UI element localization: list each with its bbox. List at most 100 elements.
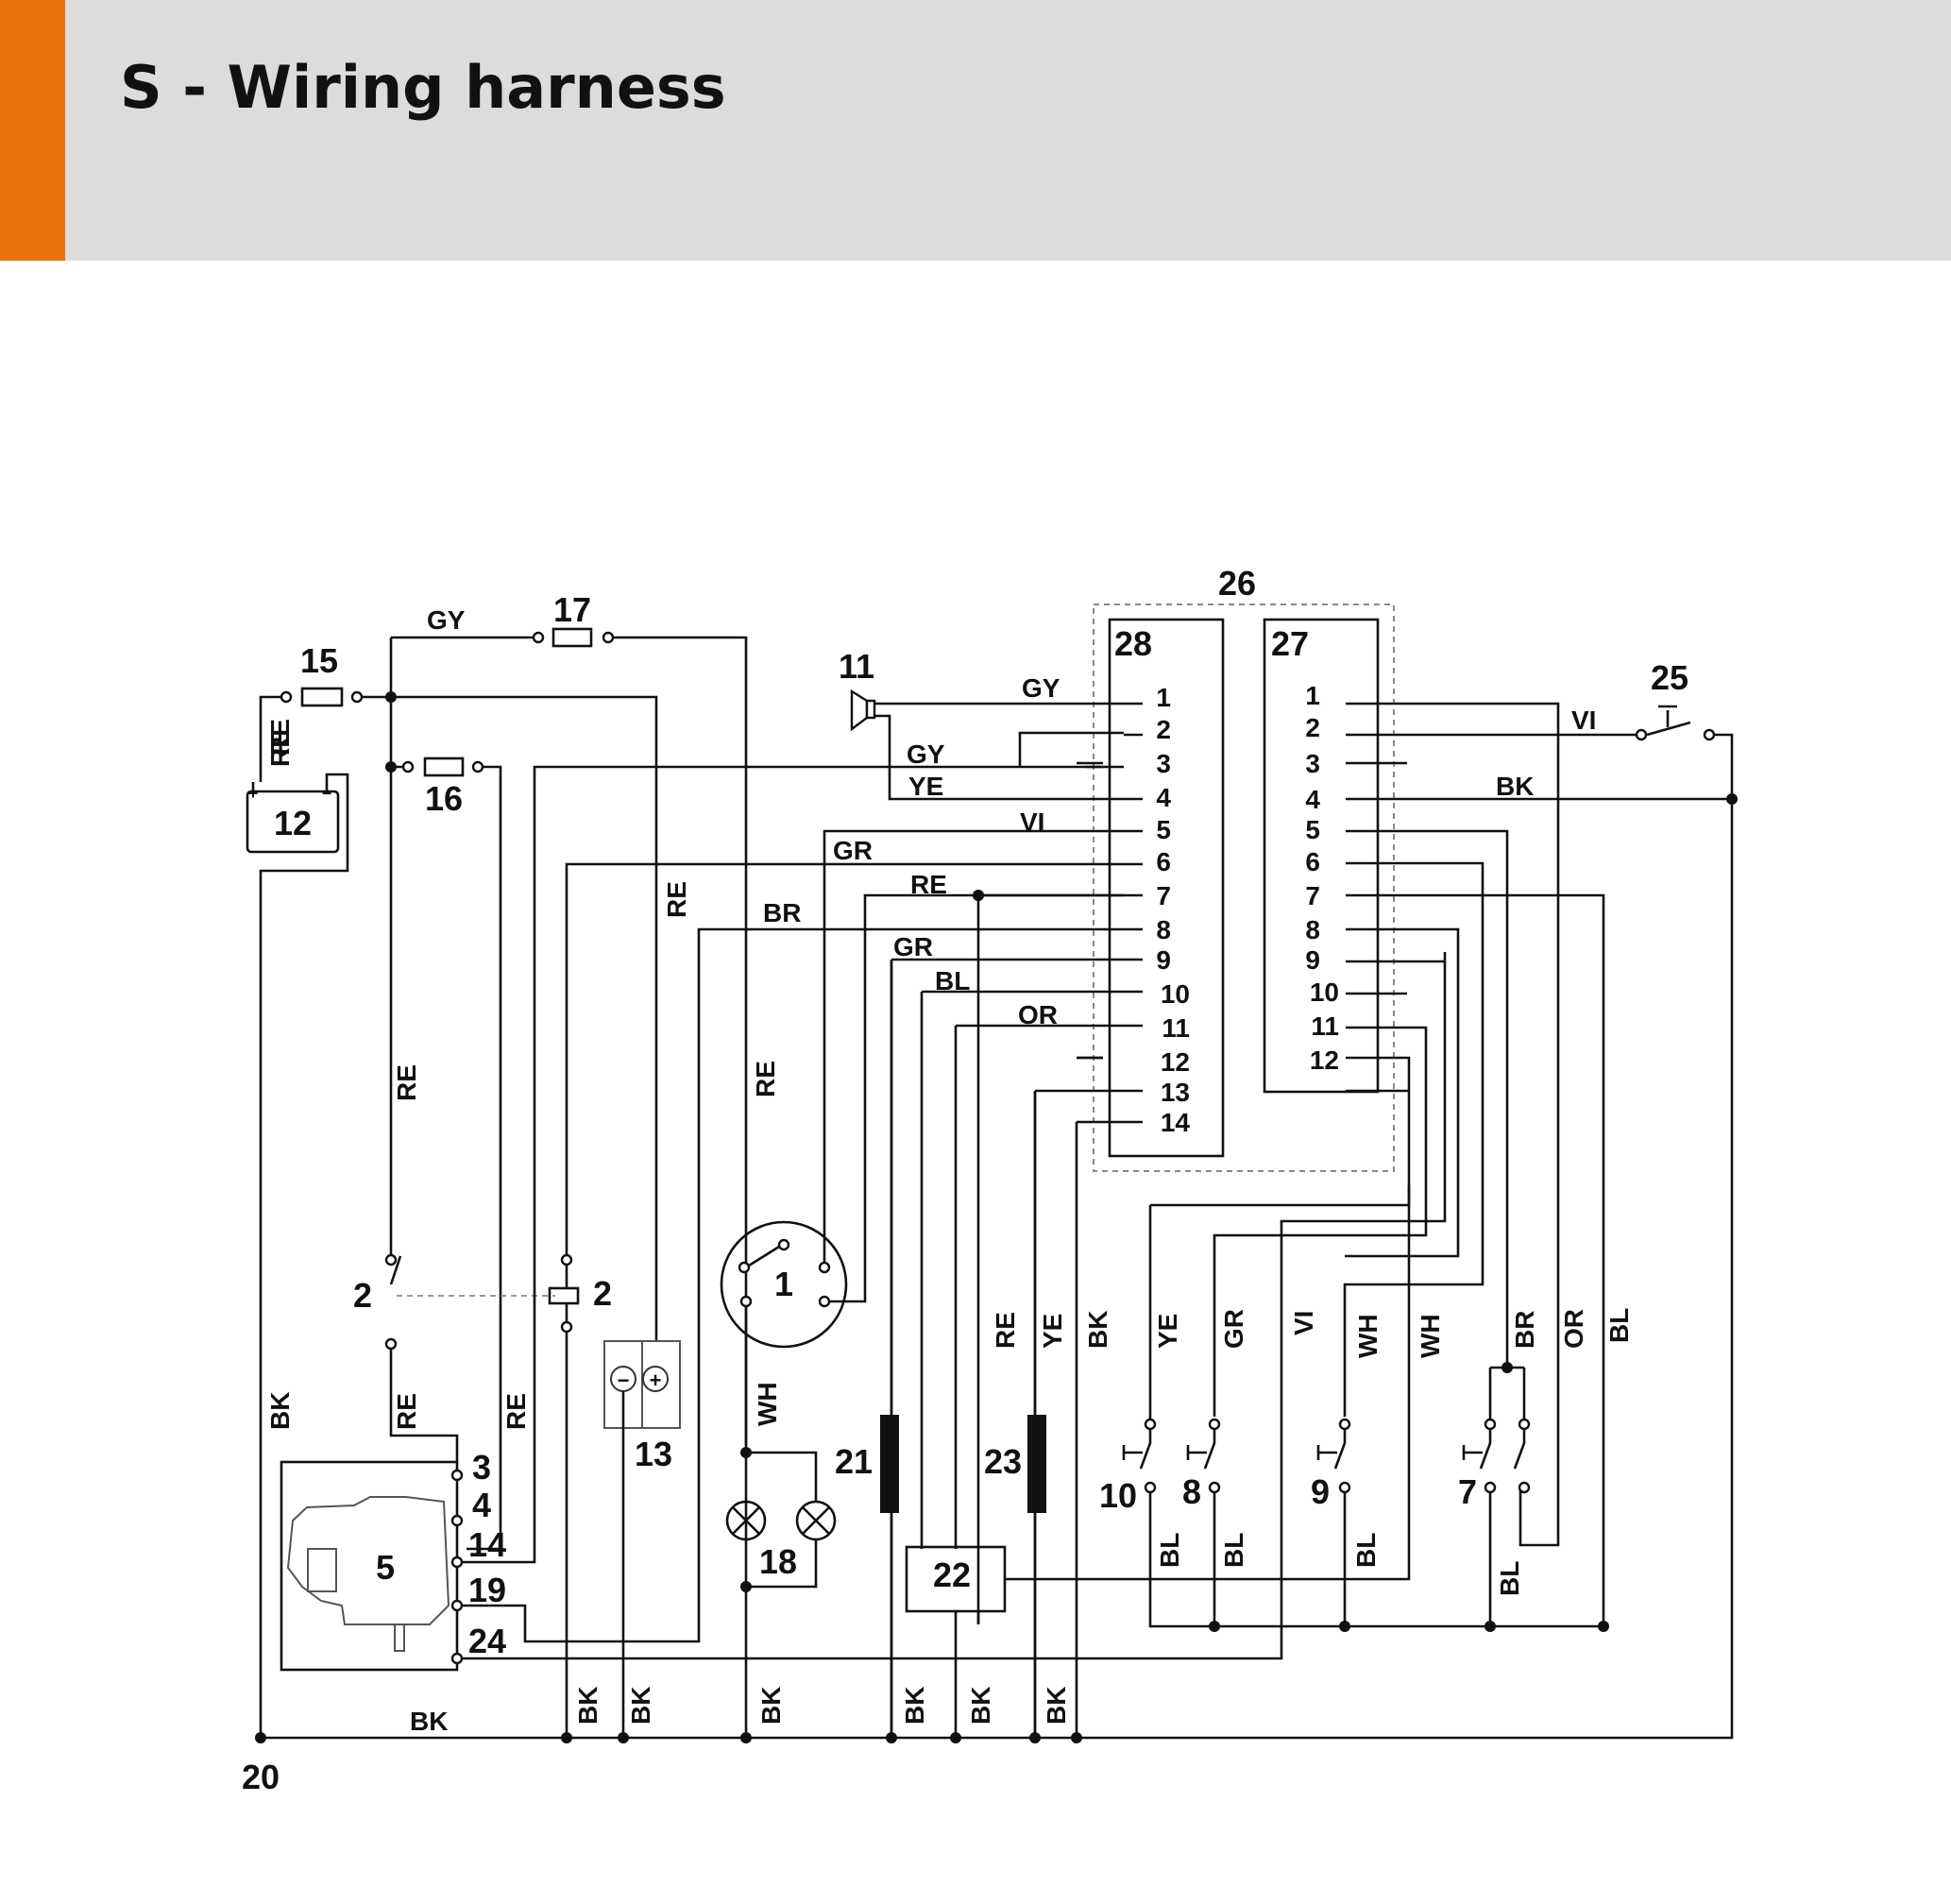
wire-label: RE bbox=[910, 870, 947, 899]
label-12: 12 bbox=[274, 804, 312, 842]
wire-label: BL bbox=[1219, 1533, 1248, 1568]
wire-label: OR bbox=[1559, 1309, 1588, 1349]
c28-pin-10: 10 bbox=[1161, 979, 1190, 1009]
c28-pin-9: 9 bbox=[1156, 945, 1171, 975]
wire-label: RE bbox=[501, 1393, 531, 1430]
wire-label: WH bbox=[1353, 1314, 1383, 1358]
label-28: 28 bbox=[1114, 624, 1152, 663]
wire-label: RE bbox=[751, 1061, 780, 1097]
wire-label: YE bbox=[1153, 1314, 1182, 1349]
wire-label: BL bbox=[1495, 1561, 1524, 1596]
wire-label: BK bbox=[900, 1687, 929, 1725]
wire-label: BK bbox=[756, 1687, 786, 1725]
battery bbox=[246, 790, 340, 854]
horn-icon bbox=[850, 688, 876, 732]
svg-text:−: − bbox=[322, 784, 332, 803]
wire-label: BL bbox=[935, 966, 970, 995]
label-20: 20 bbox=[242, 1758, 280, 1796]
lamp-18a bbox=[725, 1500, 767, 1541]
wire-label: RE bbox=[392, 1393, 421, 1430]
power-socket-13: − + bbox=[603, 1340, 681, 1429]
c28-pin-8: 8 bbox=[1156, 915, 1171, 944]
label-2-switch: 2 bbox=[353, 1276, 372, 1315]
switch-10 bbox=[1122, 1418, 1603, 1628]
wire-label: BL bbox=[1604, 1308, 1634, 1343]
relay-2 bbox=[548, 1286, 580, 1305]
wire-label: BK bbox=[1042, 1687, 1071, 1725]
wire-label: BR bbox=[763, 898, 801, 927]
engine-terminal-19: 19 bbox=[468, 1571, 506, 1609]
fuse-15 bbox=[300, 687, 344, 707]
wire-label-battery: RE bbox=[265, 719, 295, 756]
wire-label: VI bbox=[1289, 1311, 1318, 1335]
header-accent-bar bbox=[0, 0, 65, 261]
wire-label: BK bbox=[966, 1687, 995, 1725]
c27-pin-2: 2 bbox=[1305, 713, 1320, 742]
wire-label: WH bbox=[753, 1382, 782, 1426]
switch-7 bbox=[1462, 1362, 1609, 1632]
lamp-18b bbox=[795, 1500, 837, 1541]
label-8: 8 bbox=[1182, 1472, 1201, 1511]
label-11: 11 bbox=[839, 647, 874, 686]
engine-terminal-4: 4 bbox=[472, 1486, 491, 1524]
c28-pin-12: 12 bbox=[1161, 1047, 1190, 1077]
c27-pin-6: 6 bbox=[1305, 847, 1320, 876]
wire-label: YE bbox=[1038, 1314, 1067, 1349]
c27-pin-8: 8 bbox=[1305, 915, 1320, 944]
c28-pin-7: 7 bbox=[1156, 881, 1171, 910]
svg-text:−: − bbox=[618, 1368, 630, 1392]
label-9: 9 bbox=[1311, 1472, 1330, 1511]
fuse-17 bbox=[551, 627, 593, 648]
label-7: 7 bbox=[1458, 1472, 1477, 1511]
c27-pin-5: 5 bbox=[1305, 815, 1320, 844]
wire-label: GY bbox=[1022, 673, 1060, 703]
wire-label: VI bbox=[1020, 808, 1044, 837]
wire-label: RE bbox=[991, 1312, 1020, 1349]
wire-label: BK bbox=[1496, 772, 1534, 801]
svg-text:+: + bbox=[650, 1368, 662, 1392]
wire-label: BL bbox=[1155, 1533, 1184, 1568]
suppressor-23 bbox=[1027, 1415, 1046, 1513]
wire-label: BL bbox=[1351, 1533, 1381, 1568]
c28-pin-2: 2 bbox=[1156, 715, 1171, 744]
wire-label: RE bbox=[662, 881, 691, 918]
label-1: 1 bbox=[774, 1265, 793, 1303]
wire-label: OR bbox=[1018, 1000, 1058, 1029]
wire-label: GR bbox=[1219, 1309, 1248, 1349]
engine-icon bbox=[286, 1496, 450, 1652]
page-header: S - Wiring harness bbox=[0, 0, 1951, 261]
c27-pin-12: 12 bbox=[1310, 1046, 1339, 1075]
c27-pin-7: 7 bbox=[1305, 881, 1320, 910]
ignition-key-switch bbox=[720, 1220, 848, 1349]
engine-terminal-24: 24 bbox=[468, 1622, 506, 1660]
label-26: 26 bbox=[1218, 564, 1256, 603]
fuse-16 bbox=[423, 756, 465, 777]
label-25: 25 bbox=[1651, 658, 1688, 697]
label-13: 13 bbox=[635, 1435, 672, 1473]
c28-pin-4: 4 bbox=[1156, 783, 1171, 812]
label-17: 17 bbox=[553, 590, 591, 629]
connector-26-outline bbox=[1093, 604, 1395, 1172]
c28-pin-5: 5 bbox=[1156, 815, 1171, 844]
connector-27-box bbox=[1263, 618, 1380, 1094]
c27-pin-10: 10 bbox=[1310, 978, 1339, 1007]
c28-pin-13: 13 bbox=[1161, 1078, 1190, 1107]
c27-pin-9: 9 bbox=[1305, 945, 1320, 975]
wire-label: GY bbox=[907, 740, 945, 769]
c27-pin-11: 11 bbox=[1311, 1012, 1339, 1041]
wire-label: BK bbox=[265, 1392, 295, 1430]
label-22: 22 bbox=[933, 1556, 971, 1594]
label-2-relay: 2 bbox=[593, 1274, 612, 1313]
suppressor-21 bbox=[880, 1415, 899, 1513]
label-16: 16 bbox=[425, 779, 463, 818]
svg-text:+: + bbox=[248, 784, 259, 803]
engine-terminal-3: 3 bbox=[472, 1448, 491, 1487]
label-23: 23 bbox=[984, 1442, 1022, 1481]
wire-label: BK bbox=[626, 1687, 655, 1725]
wire-label: GY bbox=[427, 605, 466, 635]
c28-pin-11: 11 bbox=[1162, 1013, 1190, 1043]
vertical-wire-labels: RE RE RE RE RE RE BK WH BK BK BK BK BK B… bbox=[265, 719, 1634, 1725]
label-18: 18 bbox=[759, 1542, 797, 1581]
page-title: S - Wiring harness bbox=[120, 53, 726, 122]
c27-pin-4: 4 bbox=[1305, 785, 1320, 814]
